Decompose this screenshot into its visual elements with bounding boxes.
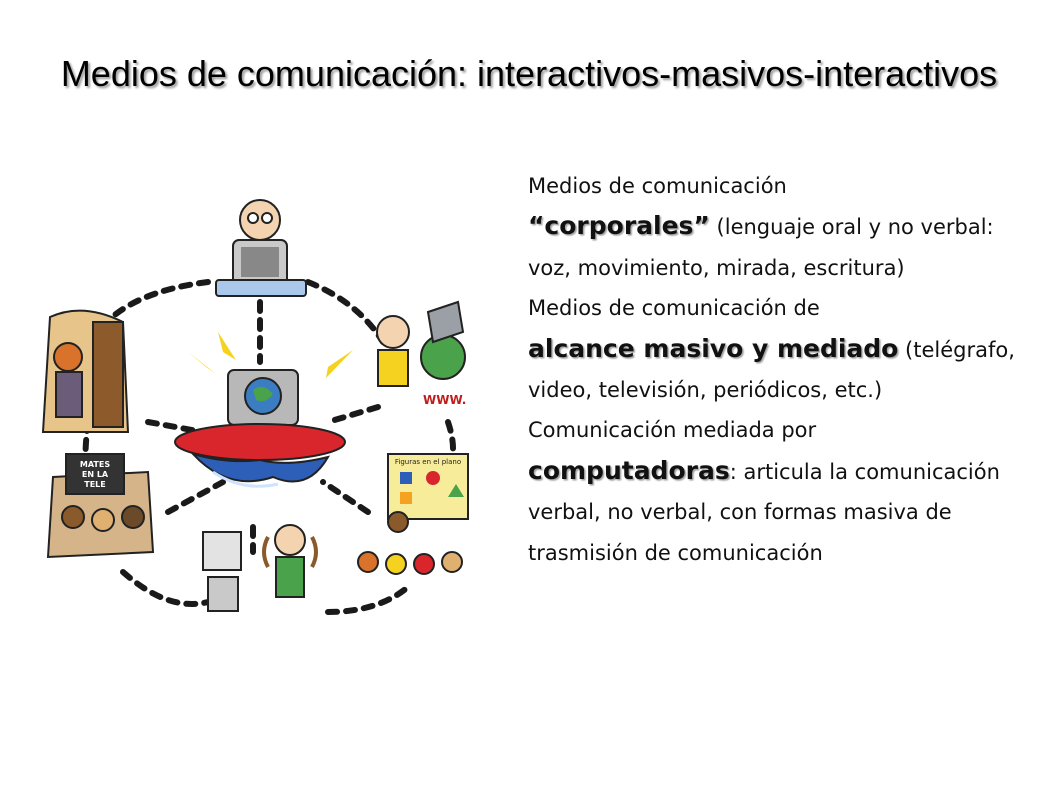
item-corporales-detail: (lenguaje oral y no verbal: voz, movimie…: [528, 215, 994, 280]
students-watching-tv-icon: MATES EN LA TELE: [46, 453, 155, 559]
item-masivo: Medios de comunicación de alcance masivo …: [528, 288, 1033, 410]
item-corporales-intro: Medios de comunicación: [528, 174, 787, 198]
item-computadoras-detail: : articula la comunicación verbal, no ve…: [528, 459, 1000, 565]
tv-sign-line-2: EN LA: [82, 470, 109, 479]
item-computadoras: Comunicación mediada por computadoras: ar…: [528, 410, 1033, 573]
item-computadoras-intro: Comunicación mediada por: [528, 418, 817, 443]
tv-sign-line-1: MATES: [80, 460, 110, 469]
item-masivo-highlight: alcance masivo y mediado: [528, 333, 899, 363]
communication-illustration: WWW. MATES EN LA TELE Figuras en el pla: [41, 199, 469, 615]
body-text: Medios de comunicación “corporales” (leng…: [528, 166, 1033, 573]
boy-with-globe-icon: WWW.: [376, 300, 466, 407]
girl-with-computer-icon: [202, 524, 318, 612]
item-corporales: Medios de comunicación “corporales” (leng…: [528, 166, 1033, 288]
www-label: WWW.: [423, 393, 466, 407]
item-masivo-detail: (telégrafo, video, televisión, periódico…: [528, 337, 1015, 403]
item-masivo-intro: Medios de comunicación de: [528, 296, 820, 321]
board-label: Figuras en el plano: [395, 458, 461, 466]
item-corporales-highlight: “corporales”: [528, 211, 710, 241]
bookshelf-reader-icon: [41, 309, 130, 433]
classroom-board-icon: Figuras en el plano: [357, 453, 469, 575]
central-computer-icon: [174, 332, 353, 488]
person-at-computer-icon: [215, 199, 307, 297]
slide-title: Medios de comunicación: interactivos-mas…: [60, 53, 998, 94]
tv-sign-line-3: TELE: [84, 480, 105, 489]
item-computadoras-highlight: computadoras: [528, 455, 730, 485]
